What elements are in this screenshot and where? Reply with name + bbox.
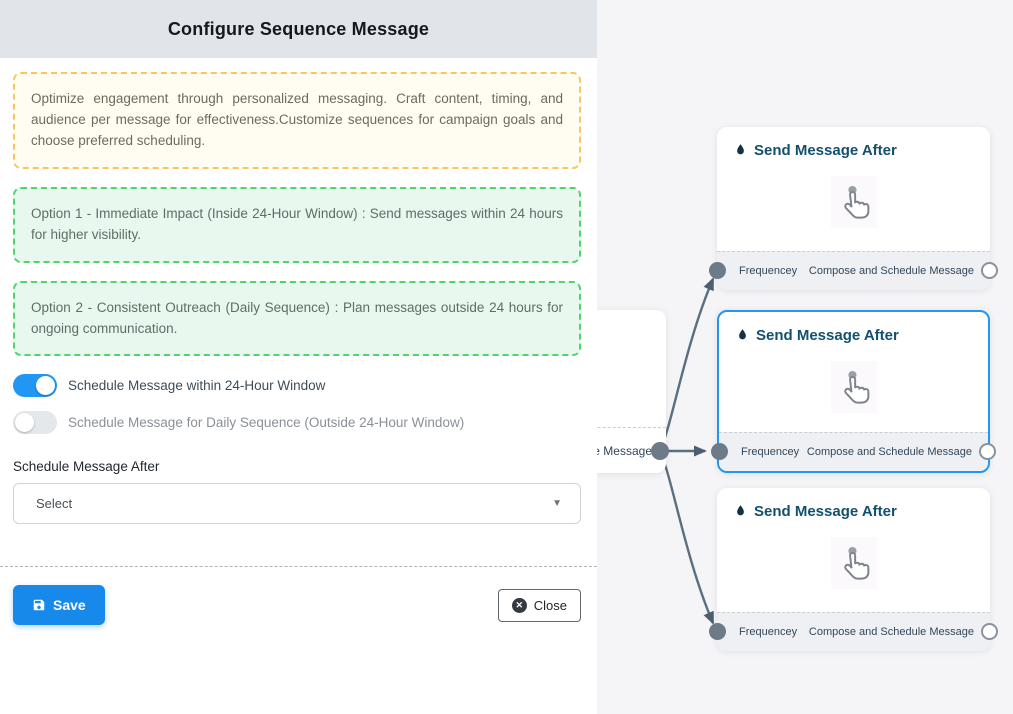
toggle-row-24h: Schedule Message within 24-Hour Window [13,374,581,398]
toggle-daily-label: Schedule Message for Daily Sequence (Out… [68,415,465,431]
node-title-text: Send Message After [754,503,897,520]
node-footer-right-label: Compose and Schedule Message [808,265,974,277]
partial-node-footer-label: ce Message [597,443,652,458]
schedule-after-select[interactable]: Select ▼ [13,483,581,525]
node-footer: Frequencey Compose and Schedule Message [717,251,990,290]
node-title: Send Message After [719,312,988,344]
droplet-icon [737,505,744,516]
tap-hand-icon [843,185,869,219]
source-handle[interactable] [981,262,998,279]
toggle-24h-window[interactable] [13,374,57,398]
circle-x-icon: ✕ [511,597,527,613]
node-title: Send Message After [717,488,990,520]
page-title: Configure Sequence Message [167,18,430,39]
node-title: Send Message After [717,127,990,159]
upstream-source-handle[interactable] [651,442,669,460]
option2-text: Option 2 - Consistent Outreach (Daily Se… [31,299,563,336]
node-send-message-after-1[interactable]: Send Message After Frequencey Compose an… [709,127,998,290]
toggle-24h-label: Schedule Message within 24-Hour Window [68,378,326,394]
node-footer-left-label: Frequencey [741,446,800,458]
node-footer-left-label: Frequencey [739,265,798,277]
droplet-icon [737,144,744,155]
source-handle[interactable] [981,623,998,640]
select-value: Select [36,496,73,512]
toggle-knob [15,413,34,433]
node-send-message-after-2[interactable]: Send Message After Frequencey Compose an… [711,310,996,473]
tap-hand-icon [843,546,869,580]
flow-canvas[interactable]: ce Message Send Message After Frequencey… [597,0,1013,714]
option1-text: Option 1 - Immediate Impact (Inside 24-H… [31,205,563,242]
node-footer-left-label: Frequencey [739,626,798,638]
node-click-area[interactable] [830,361,877,413]
option1-box: Option 1 - Immediate Impact (Inside 24-H… [13,186,581,263]
configure-sequence-panel: Configure Sequence Message Optimize enga… [0,0,597,626]
node-click-area[interactable] [830,537,877,589]
node-footer-right-label: Compose and Schedule Message [808,626,974,638]
toggle-daily-sequence[interactable] [13,411,57,435]
node-send-message-after-3[interactable]: Send Message After Frequencey Compose an… [709,488,998,651]
target-handle[interactable] [711,443,728,460]
option2-box: Option 2 - Consistent Outreach (Daily Se… [13,280,581,357]
panel-body: Optimize engagement through personalized… [0,58,597,626]
save-button[interactable]: Save [13,585,105,626]
node-footer: Frequencey Compose and Schedule Message [717,612,990,651]
tap-hand-icon [843,370,869,404]
node-title-text: Send Message After [754,142,897,159]
node-click-area[interactable] [830,176,877,228]
panel-header: Configure Sequence Message [0,0,597,58]
node-title-text: Send Message After [756,327,899,344]
target-handle[interactable] [709,262,726,279]
info-box: Optimize engagement through personalized… [13,72,581,169]
footer-divider [0,566,597,568]
toggle-row-daily: Schedule Message for Daily Sequence (Out… [13,411,581,435]
save-button-label: Save [53,597,86,614]
target-handle[interactable] [709,623,726,640]
droplet-icon [739,329,746,340]
toggle-knob [36,376,55,396]
node-footer-right-label: Compose and Schedule Message [806,446,972,458]
close-button-label: Close [533,597,567,613]
source-handle[interactable] [979,443,996,460]
close-button[interactable]: ✕ Close [497,588,581,622]
caret-down-icon: ▼ [552,498,562,510]
floppy-icon [33,600,45,611]
panel-footer: Save ✕ Close [13,585,581,626]
node-footer: Frequencey Compose and Schedule Message [719,432,988,471]
schedule-after-label: Schedule Message After [13,459,160,475]
info-box-text: Optimize engagement through personalized… [31,91,563,148]
